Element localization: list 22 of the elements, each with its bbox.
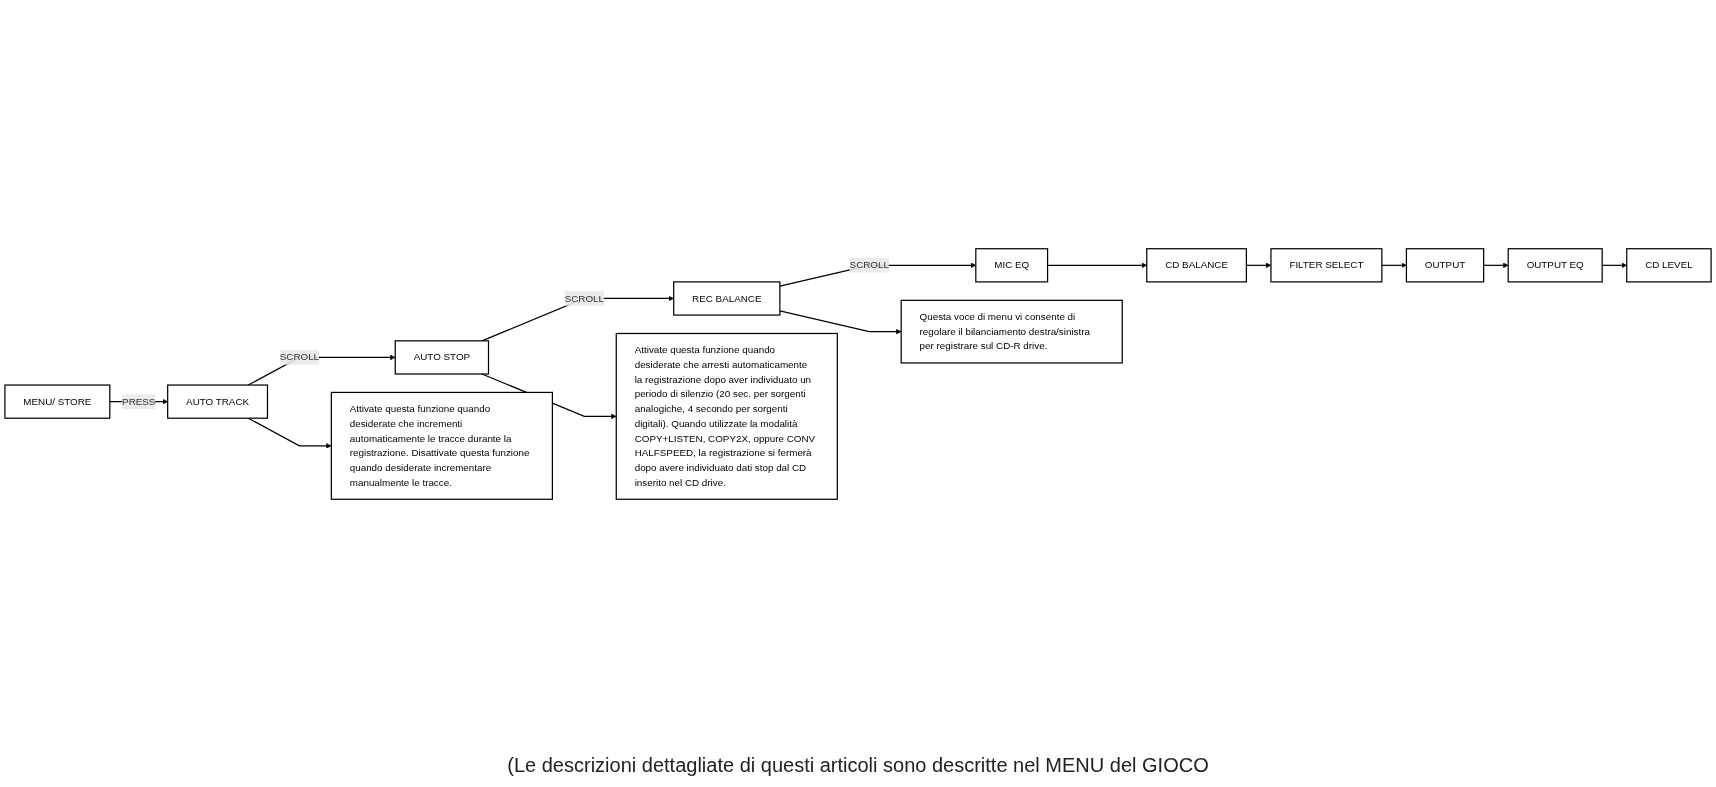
arrow	[1483, 262, 1509, 268]
node-box: MENU/ STORE	[4, 384, 111, 419]
edge-label: SCROLL	[279, 351, 320, 363]
edge-label: SCROLL	[564, 292, 604, 304]
node-box: CD BALANCE	[1146, 248, 1247, 283]
arrow	[247, 417, 332, 449]
node-box: FILTER SELECT	[1270, 248, 1383, 283]
node-box: Questa voce di menu vi consente di regolare il bilanciamento destra/sinistra per registrare sul CD-R drive.	[900, 299, 1123, 364]
note-text: (Le descrizioni dettagliate di questi articoli sono descritte nel MENU del GIOCO	[507, 754, 1209, 777]
node-box: OUTPUT EQ	[1507, 248, 1603, 283]
edge-label: SCROLL	[849, 259, 889, 271]
arrow	[779, 310, 902, 335]
node-box: MIC EQ	[975, 248, 1049, 283]
node-box: AUTO TRACK	[167, 384, 269, 419]
node-box: REC BALANCE	[673, 281, 781, 316]
edge-label: PRESS	[122, 396, 156, 407]
node-box: OUTPUT	[1405, 248, 1485, 283]
node-box: Attivate questa funzione quando desiderate che arresti automaticamente la registrazione dopo aver individuato un periodo di silenzio (20 sec. per sorgenti analogiche, 4 secondo per sorgenti digitali). Quando utilizzate la modalità COPY+LISTEN, COPY2X, oppure CONV HALFSPEED, la registrazione si fermerà dopo avere individuato dati stop dal CD inserito nel CD drive.	[615, 332, 838, 500]
arrow	[1381, 262, 1407, 268]
node-box: Attivate questa funzione quando desiderate che incrementi automaticamente le tracce durante la registrazione. Disattivate questa funzione quando desiderate incrementare manualmente le tracce.	[330, 391, 553, 500]
node-box: CD LEVEL	[1626, 248, 1712, 283]
node-box: AUTO STOP	[394, 340, 490, 375]
